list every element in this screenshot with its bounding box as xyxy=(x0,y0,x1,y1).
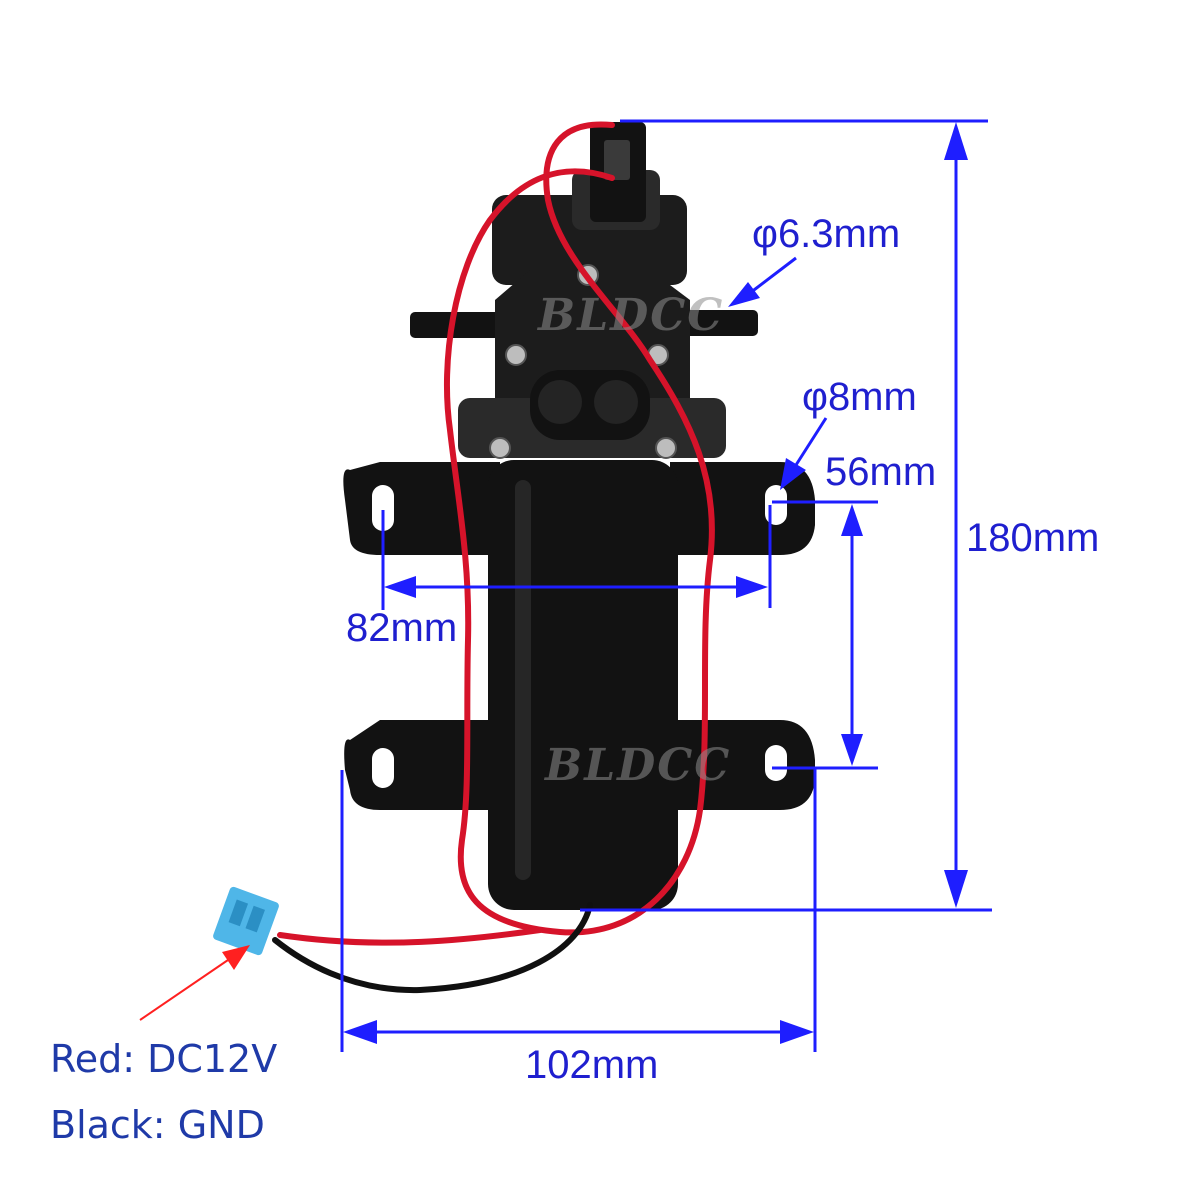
black-wire-label: Black: GND xyxy=(50,1103,265,1147)
outlet-callout-line xyxy=(749,256,797,295)
mount-hole-top-left xyxy=(372,485,394,531)
arrowhead-up xyxy=(841,504,863,536)
screw xyxy=(489,437,511,459)
pump-illustration: BLDCC BLDCC xyxy=(213,121,815,994)
mount-hole-bottom-right xyxy=(765,745,787,781)
arrowhead-down xyxy=(944,870,968,908)
dc-connector xyxy=(213,886,279,956)
arrowhead-right xyxy=(780,1020,814,1044)
arrowhead-up xyxy=(944,122,968,160)
valve-port-left xyxy=(538,380,582,424)
mount-hole-top-right xyxy=(765,485,787,525)
mount-hole-bottom-left xyxy=(372,748,394,788)
valve-port-right xyxy=(594,380,638,424)
mount-bracket-top xyxy=(343,462,500,555)
connector-callout-line xyxy=(139,959,229,1021)
motor-body xyxy=(488,460,678,910)
terminal-window xyxy=(604,140,630,180)
arrowhead-left xyxy=(384,576,416,598)
motor-highlight xyxy=(515,480,531,880)
wiring-legend: Red: DC12V Black: GND xyxy=(50,1037,277,1147)
black-wire xyxy=(272,902,593,994)
hole-diameter-label: φ8mm xyxy=(802,375,917,419)
hole-callout-arrowhead xyxy=(780,458,806,490)
screw xyxy=(505,344,527,366)
hole-horizontal-label: 82mm xyxy=(346,606,457,650)
pump-head xyxy=(495,270,690,400)
arrowhead-left xyxy=(343,1020,377,1044)
watermark-bottom: BLDCC xyxy=(543,740,731,791)
width-label: 102mm xyxy=(525,1043,658,1087)
connector-callout-arrowhead xyxy=(222,945,250,970)
arrowhead-down xyxy=(841,734,863,766)
arrowhead-right xyxy=(736,576,768,598)
outlet-callout-arrowhead xyxy=(728,282,760,307)
screw xyxy=(655,437,677,459)
outlet-diameter-label: φ6.3mm xyxy=(752,212,900,256)
outlet-tube-right xyxy=(672,310,758,336)
hole-callout-line xyxy=(794,417,828,466)
hole-spacing-label: 56mm xyxy=(825,450,936,494)
height-label: 180mm xyxy=(966,516,1099,560)
red-wire-label: Red: DC12V xyxy=(50,1037,277,1081)
watermark-top: BLDCC xyxy=(536,290,724,341)
dimension-annotations: 180mm 56mm 82mm 102mm φ6.3mm φ8mm xyxy=(139,119,1099,1087)
red-wire xyxy=(443,121,715,936)
mount-bracket-bottom xyxy=(344,720,500,810)
outlet-tube-left xyxy=(410,312,510,338)
red-wire-lead xyxy=(277,927,543,946)
